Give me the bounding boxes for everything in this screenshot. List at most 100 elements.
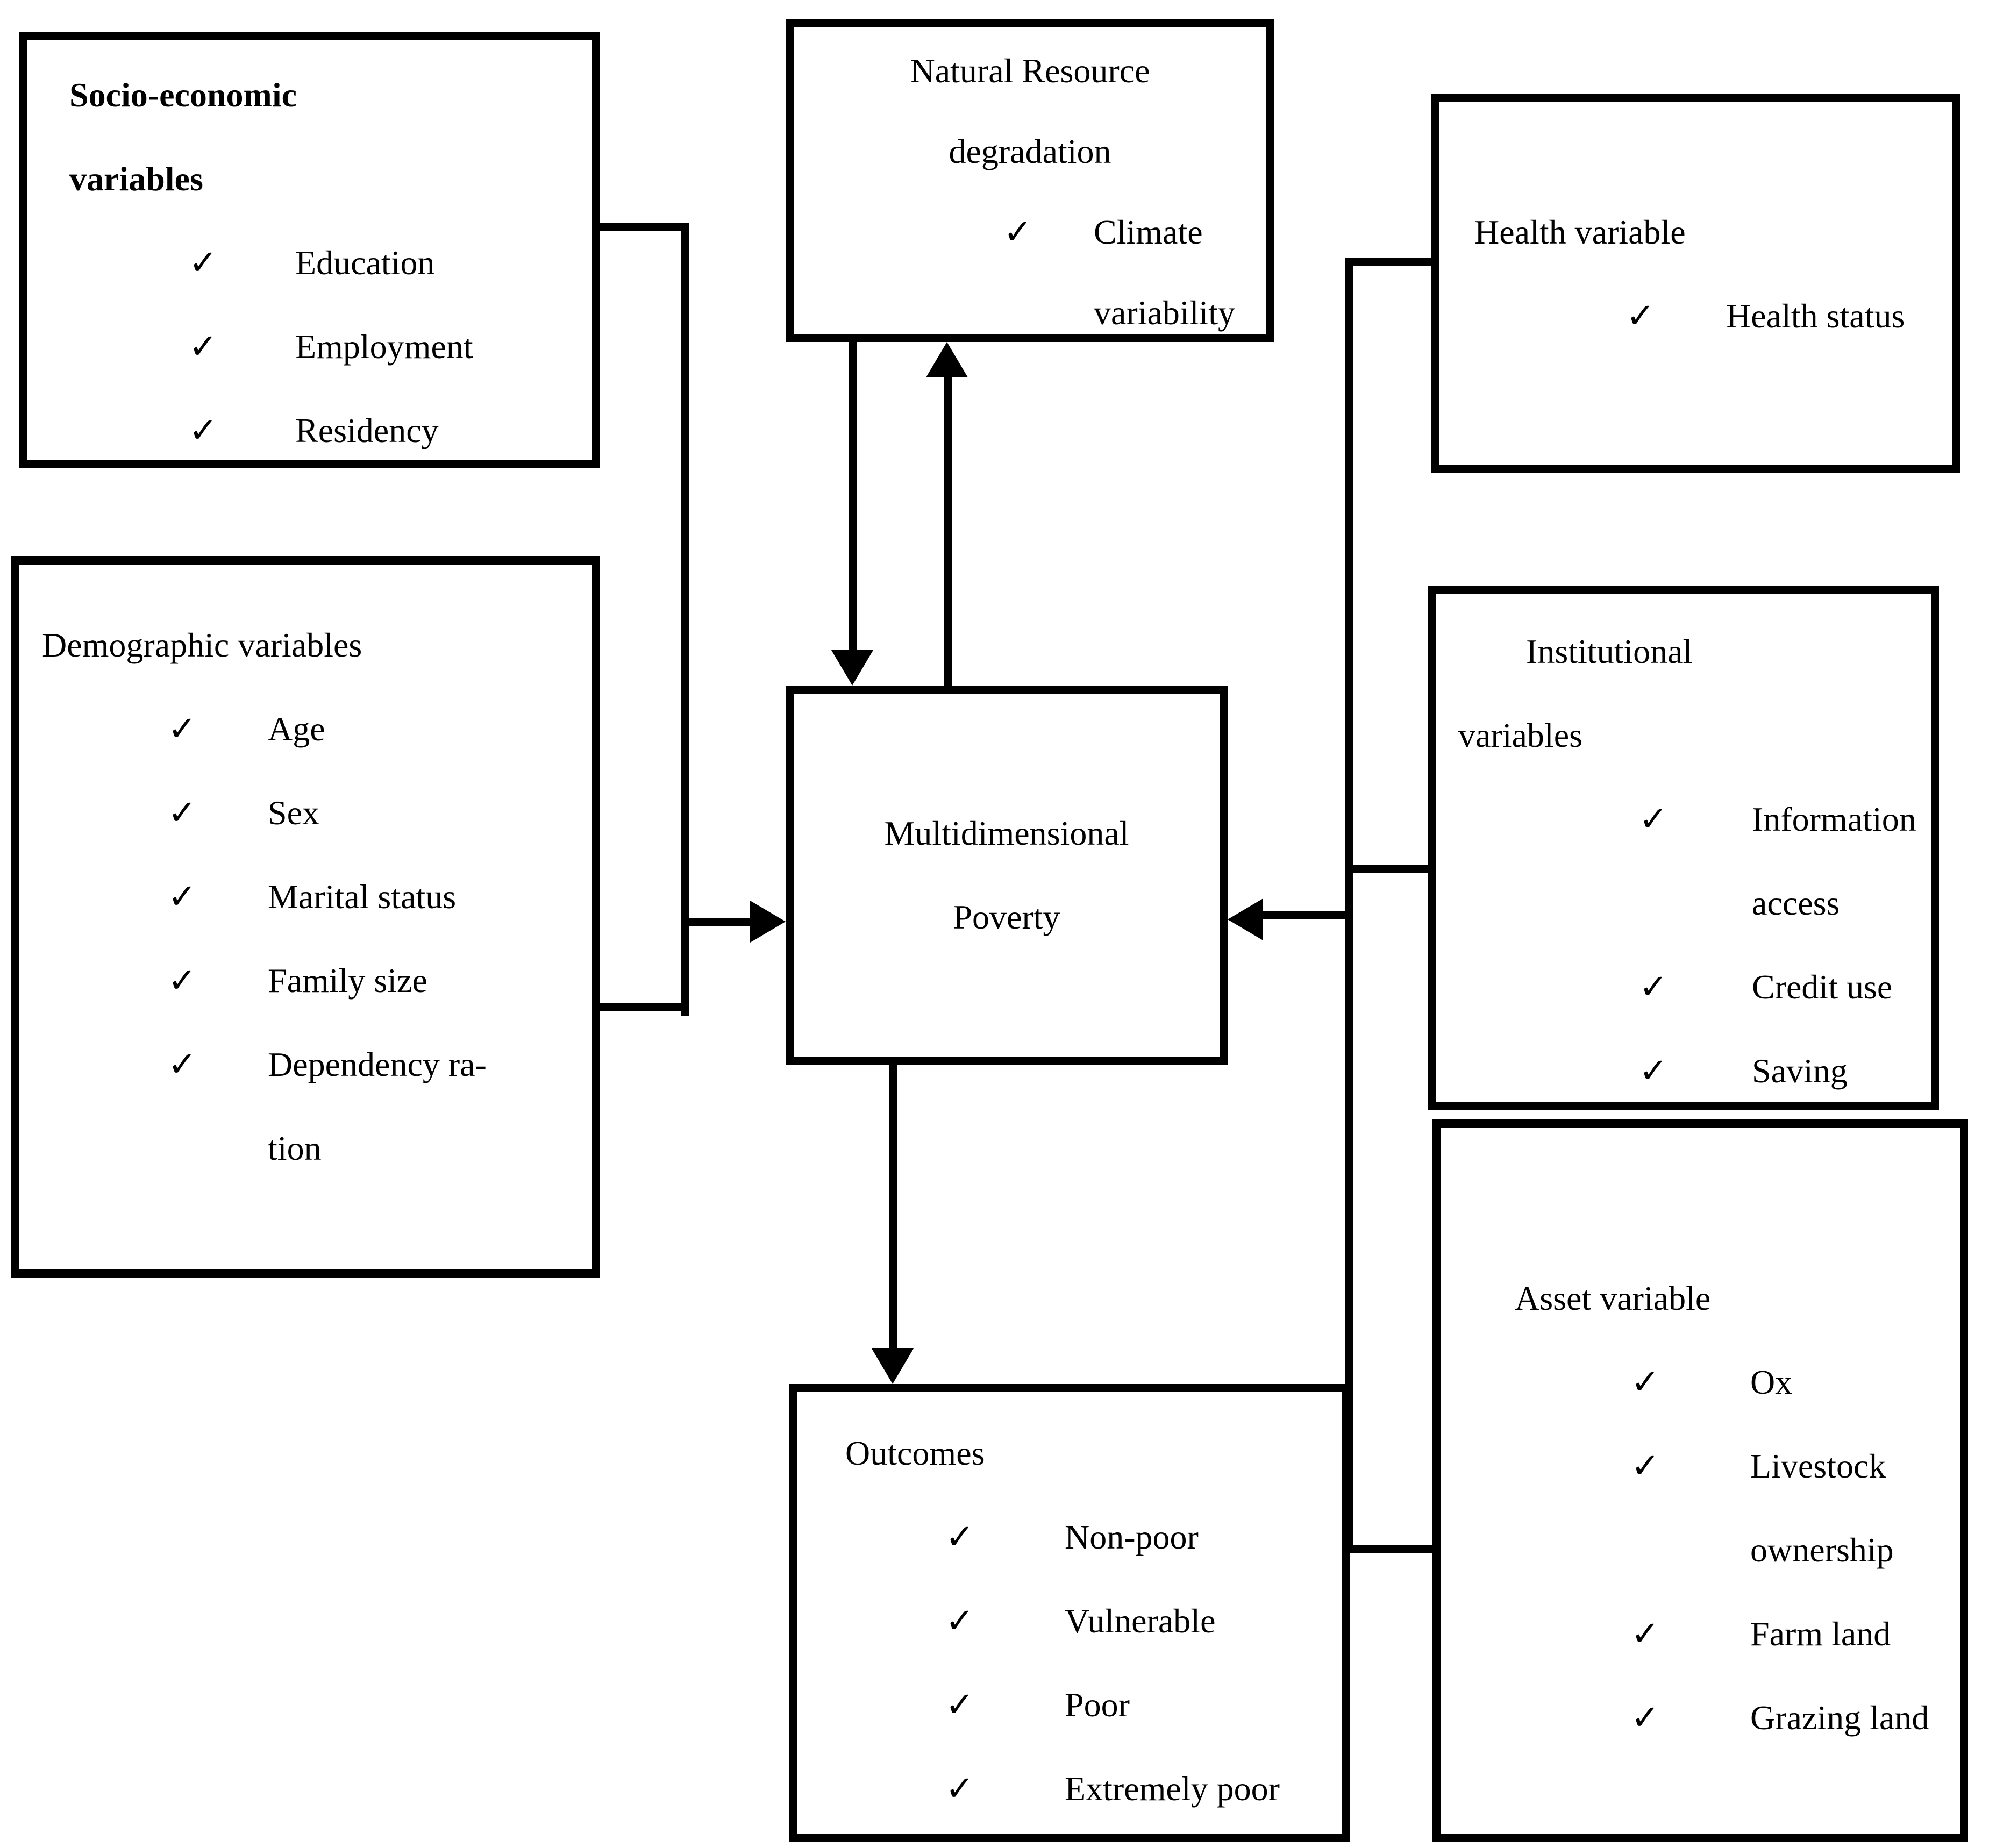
list-item: ✓Age (19, 687, 592, 771)
left-trunk-line (681, 223, 689, 1016)
check-icon: ✓ (1639, 800, 1668, 838)
natural-resource-title-line2: degradation (949, 132, 1111, 170)
item-label: Sex (268, 794, 319, 832)
check-icon: ✓ (945, 1602, 974, 1640)
demographic-connector-line (600, 1003, 689, 1011)
item-label: ownership (1750, 1531, 1894, 1569)
item-label: Farm land (1750, 1615, 1891, 1653)
check-icon: ✓ (945, 1518, 974, 1556)
item-label: Education (295, 244, 435, 282)
list-item: ✓Farm land (1441, 1592, 1960, 1676)
list-item: ✓ Poor (797, 1663, 1342, 1747)
item-label: Ox (1750, 1363, 1793, 1401)
item-label: Marital status (268, 877, 457, 916)
arrow-into-poverty-left-shaft (684, 918, 755, 926)
check-icon: ✓ (1639, 1052, 1668, 1090)
item-label: Credit use (1752, 968, 1893, 1006)
demographic-variables-box: Demographic variables ✓Age ✓Sex ✓Marital… (11, 556, 600, 1278)
check-icon: ✓ (168, 877, 197, 916)
poverty-to-nr-arrow-shaft (944, 371, 952, 686)
list-item: ✓ Livestock (1441, 1424, 1960, 1508)
list-item: ✓ Non-poor (797, 1495, 1342, 1579)
check-icon: ✓ (945, 1686, 974, 1724)
poverty-title-line1: Multidimensional (884, 814, 1129, 852)
asset-variable-box: Asset variable ✓Ox ✓Livestock ownership … (1432, 1119, 1968, 1842)
check-icon: ✓ (168, 961, 197, 1000)
demographic-title: Demographic variables (42, 626, 362, 664)
check-icon: ✓ (189, 327, 218, 366)
poverty-to-outcomes-arrow-shaft (889, 1065, 897, 1352)
item-label: variability (1094, 294, 1236, 332)
list-item: ✓ Education (27, 221, 592, 305)
check-icon: ✓ (189, 411, 218, 449)
natural-resource-title-line1: Natural Resource (910, 52, 1150, 90)
institutional-connector-line (1349, 865, 1431, 873)
arrow-into-poverty-left-head (750, 901, 786, 943)
list-item: ✓ Extremely poor (797, 1747, 1342, 1831)
item-label: Grazing land (1750, 1699, 1929, 1737)
institutional-variables-box: Institutional variables ✓ Information acc… (1428, 586, 1939, 1110)
check-icon: ✓ (189, 244, 218, 282)
check-icon: ✓ (1639, 968, 1668, 1006)
list-item: ✓ Health status (1439, 274, 1952, 358)
list-item-continuation: access (1436, 861, 1931, 945)
item-label: Livestock (1750, 1447, 1886, 1485)
asset-connector-line (1349, 1545, 1436, 1553)
health-variable-box: Health variable ✓ Health status (1431, 94, 1960, 473)
nr-to-poverty-arrow-head (831, 650, 873, 686)
list-item: ✓ Ox (1441, 1340, 1960, 1424)
poverty-title-line2: Poverty (953, 897, 1060, 936)
check-icon: ✓ (1631, 1447, 1660, 1485)
institutional-title-line1: Institutional (1526, 632, 1693, 670)
item-label: Residency (295, 411, 439, 449)
outcomes-title: Outcomes (845, 1434, 985, 1472)
asset-title: Asset variable (1515, 1279, 1711, 1317)
item-label: tion (268, 1129, 322, 1167)
item-label: Information (1752, 800, 1916, 838)
list-item: ✓Grazing land (1441, 1676, 1960, 1760)
list-item: ✓ Credit use (1436, 945, 1931, 1029)
list-item: ✓ Family size (19, 939, 592, 1023)
health-connector-line (1345, 258, 1434, 266)
arrow-into-poverty-right-head (1228, 898, 1263, 940)
check-icon: ✓ (1626, 297, 1655, 335)
list-item-continuation: variability (794, 273, 1266, 353)
list-item-continuation: ownership (1441, 1508, 1960, 1592)
item-label: Health status (1726, 297, 1905, 335)
health-title: Health variable (1474, 213, 1686, 251)
item-label: Age (268, 710, 325, 748)
natural-resource-degradation-box: Natural Resource degradation ✓ Climate va… (786, 19, 1274, 342)
outcomes-box: Outcomes ✓ Non-poor ✓ Vulnerable ✓ Poor ✓ Ex… (789, 1384, 1350, 1842)
list-item: ✓ Saving (1436, 1029, 1931, 1113)
list-item: ✓ Climate (794, 192, 1266, 273)
check-icon: ✓ (1003, 213, 1032, 251)
right-trunk-line (1345, 258, 1353, 1553)
item-label: Dependency ra- (268, 1045, 487, 1083)
item-label: Climate (1094, 213, 1203, 251)
poverty-to-outcomes-arrow-head (872, 1348, 914, 1384)
item-label: Non-poor (1065, 1518, 1199, 1556)
socio-economic-title-line2: variables (69, 160, 203, 198)
list-item: ✓ Sex (19, 771, 592, 855)
item-label: Vulnerable (1065, 1602, 1216, 1640)
socio-economic-title-line1: Socio-economic (69, 76, 297, 114)
list-item: ✓ Dependency ra- (19, 1023, 592, 1107)
item-label: Saving (1752, 1052, 1848, 1090)
list-item: ✓ Residency (27, 389, 592, 473)
item-label: Poor (1065, 1686, 1130, 1724)
check-icon: ✓ (1631, 1363, 1660, 1401)
list-item: ✓ Vulnerable (797, 1579, 1342, 1663)
item-label: Family size (268, 961, 427, 1000)
check-icon: ✓ (945, 1769, 974, 1808)
check-icon: ✓ (168, 794, 197, 832)
socio-connector-line (600, 223, 689, 231)
item-label: Extremely poor (1065, 1769, 1280, 1808)
nr-to-poverty-arrow-shaft (849, 342, 857, 654)
check-icon: ✓ (168, 1045, 197, 1083)
arrow-into-poverty-right-shaft (1258, 911, 1345, 919)
item-label: Employment (295, 327, 473, 366)
multidimensional-poverty-box: Multidimensional Poverty (786, 686, 1228, 1065)
institutional-title-line2: variables (1458, 716, 1582, 754)
list-item: ✓ Employment (27, 305, 592, 389)
